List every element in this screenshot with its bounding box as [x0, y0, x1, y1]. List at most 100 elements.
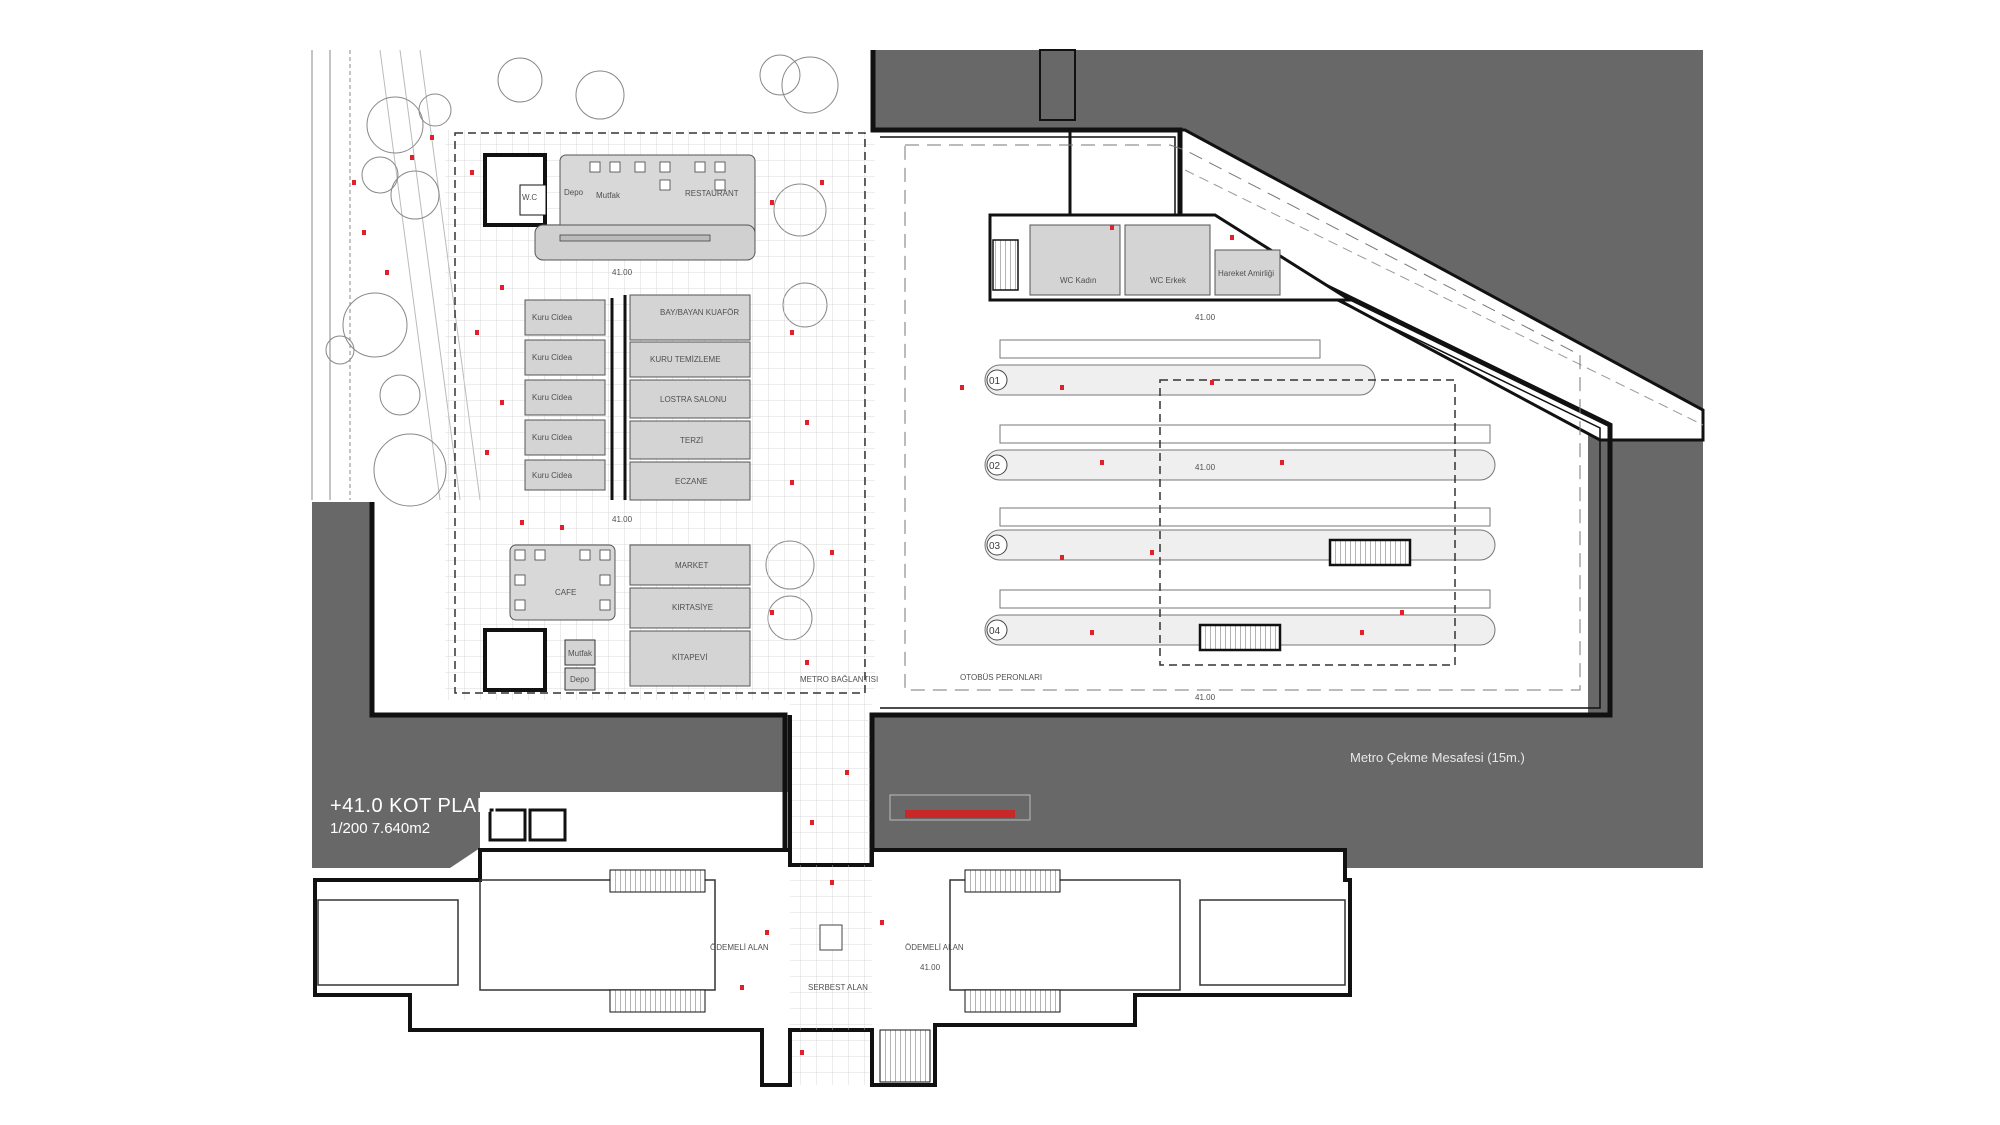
metro-left-track [317, 899, 459, 986]
kirtasiye-label: KIRTASİYE [672, 603, 713, 612]
metro-info-kiosk [819, 924, 843, 951]
restaurant-block: RESTAURANT Depo Mutfak W.C [483, 153, 756, 261]
bus-service-block: WC Kadın WC Erkek Hareket Amirliği [988, 213, 1356, 302]
dark-area-left [312, 502, 790, 868]
eczane-label: ECZANE [675, 477, 707, 486]
market-label: MARKET [675, 561, 708, 570]
service-stair [992, 239, 1019, 291]
metro-sign-frame [889, 794, 1031, 821]
kuru-cidea-label-4: Kuru Cidea [532, 433, 573, 442]
kirtasiye-shop [629, 587, 751, 629]
serbest-alan-label: SERBEST ALAN [808, 983, 868, 992]
restaurant-tables [559, 161, 726, 242]
platform-02: 02 [984, 424, 1496, 481]
kuru-cidea-5 [524, 459, 606, 491]
metro-stair-right-2 [964, 989, 1061, 1013]
metro-baglanti-label: METRO BAĞLANTISI [800, 675, 878, 684]
kuru-cidea-4 [524, 419, 606, 456]
depo-label-1: Depo [564, 188, 584, 197]
platform-03-label: 03 [989, 541, 1001, 552]
metro-stair-left-2 [609, 989, 706, 1013]
lostra-label: LOSTRA SALONU [660, 395, 727, 404]
wc-erkek-label: WC Erkek [1150, 276, 1187, 285]
plan-title-block: +41.0 KOT PLANI 1/200 7.640m2 [330, 795, 498, 837]
platform-04-label: 04 [989, 626, 1001, 637]
wc-label: W.C [522, 193, 537, 202]
road-diagonal [873, 50, 1070, 130]
mutfak-label-1: Mutfak [596, 191, 621, 200]
road-lane-line [1184, 169, 1704, 426]
restaurant-label: RESTAURANT [685, 189, 739, 198]
cafe-label: CAFE [555, 588, 576, 597]
kuru-cidea-label-5: Kuru Cidea [532, 471, 573, 480]
level-tag-2: 41.00 [612, 515, 633, 524]
metro-distance-label: Metro Çekme Mesafesi (15m.) [1350, 750, 1525, 765]
kuru-cidea-1 [524, 299, 606, 336]
level-tag-6: 41.00 [920, 963, 941, 972]
plan-title: +41.0 KOT PLANI [330, 795, 498, 817]
bus-lane-outline [904, 144, 1581, 691]
cafe-area [509, 544, 616, 621]
small-room-b [528, 808, 567, 842]
metro-sign-red [905, 810, 1015, 818]
metro-left-rooms [479, 879, 716, 991]
wc-erkek [1124, 224, 1211, 296]
metro-station: ÖDEMELİ ALAN ÖDEMELİ ALAN SERBEST ALAN [313, 794, 1352, 1087]
kuafor-shop [629, 294, 751, 341]
kuru-temizleme-shop [629, 341, 751, 378]
otobus-peronlari-label: OTOBÜS PERONLARI [960, 673, 1042, 682]
dark-surroundings [312, 50, 1703, 868]
hareket-amirligi [1214, 249, 1281, 296]
restaurant-counter [534, 224, 756, 261]
inner-wall-line [880, 136, 1601, 709]
terzi-label: TERZİ [680, 436, 703, 445]
shops-left: Kuru Cidea Kuru Cidea Kuru Cidea Kuru Ci… [524, 298, 614, 500]
level-tags: 41.00 41.00 41.00 41.00 41.00 41.00 [612, 268, 1216, 972]
level-tag-3: 41.00 [1195, 313, 1216, 322]
kitapevi-label: KİTAPEVİ [672, 653, 707, 662]
kuru-cidea-2 [524, 339, 606, 376]
dashed-outline-concourse [454, 132, 866, 694]
depo-label-2: Depo [570, 675, 590, 684]
lostra-shop [629, 379, 751, 419]
mutfak-label-2: Mutfak [568, 649, 593, 658]
bus-platforms: 01 02 03 04 OTOBÜS PERONLARI [960, 339, 1496, 682]
odemeli-alan-left: ÖDEMELİ ALAN [710, 943, 769, 952]
kuafor-label: BAY/BAYAN KUAFÖR [660, 308, 739, 317]
platform-03: 03 [984, 507, 1496, 567]
platform-02-label: 02 [989, 461, 1001, 472]
hareket-amirligi-label: Hareket Amirliği [1218, 269, 1274, 278]
wc-kadin [1029, 224, 1121, 296]
eczane-shop [629, 461, 751, 501]
level-tag-5: 41.00 [1195, 693, 1216, 702]
odemeli-alan-right: ÖDEMELİ ALAN [905, 943, 964, 952]
metro-stair-bottom [879, 1029, 931, 1083]
dark-strip-mid [872, 715, 1703, 868]
kuru-cidea-label-3: Kuru Cidea [532, 393, 573, 402]
wc-core-2 [483, 628, 547, 692]
people-markers [352, 135, 1404, 1055]
road-dark-area-top-right [872, 50, 1703, 868]
kuru-cidea-label-1: Kuru Cidea [532, 313, 573, 322]
kuru-cidea-label-2: Kuru Cidea [532, 353, 573, 362]
level-tag-4: 41.00 [1195, 463, 1216, 472]
lower-block: CAFE MARKET KIRTASİYE KİTAPEVİ Mutfak De… [483, 544, 751, 692]
metro-stair-right-1 [964, 869, 1061, 893]
terzi-shop [629, 420, 751, 460]
depo-room-2 [564, 667, 596, 691]
metro-right-track [1199, 899, 1346, 986]
shops-right: BAY/BAYAN KUAFÖR KURU TEMİZLEME LOSTRA S… [623, 294, 751, 501]
level-tag-1: 41.00 [612, 268, 633, 277]
kitapevi-shop [629, 630, 751, 687]
platform-04: 04 [984, 589, 1496, 652]
platform-01: 01 [984, 339, 1376, 396]
kuru-temizleme-label: KURU TEMİZLEME [650, 355, 721, 364]
kuru-cidea-3 [524, 379, 606, 416]
metro-right-rooms [949, 879, 1181, 991]
ramp-diagonal [1039, 49, 1076, 121]
main-outer-wall-2 [869, 50, 1613, 868]
platform-dashed-frame [1159, 379, 1456, 666]
plan-subtitle: 1/200 7.640m2 [330, 820, 430, 837]
wc-1-room [519, 184, 547, 216]
